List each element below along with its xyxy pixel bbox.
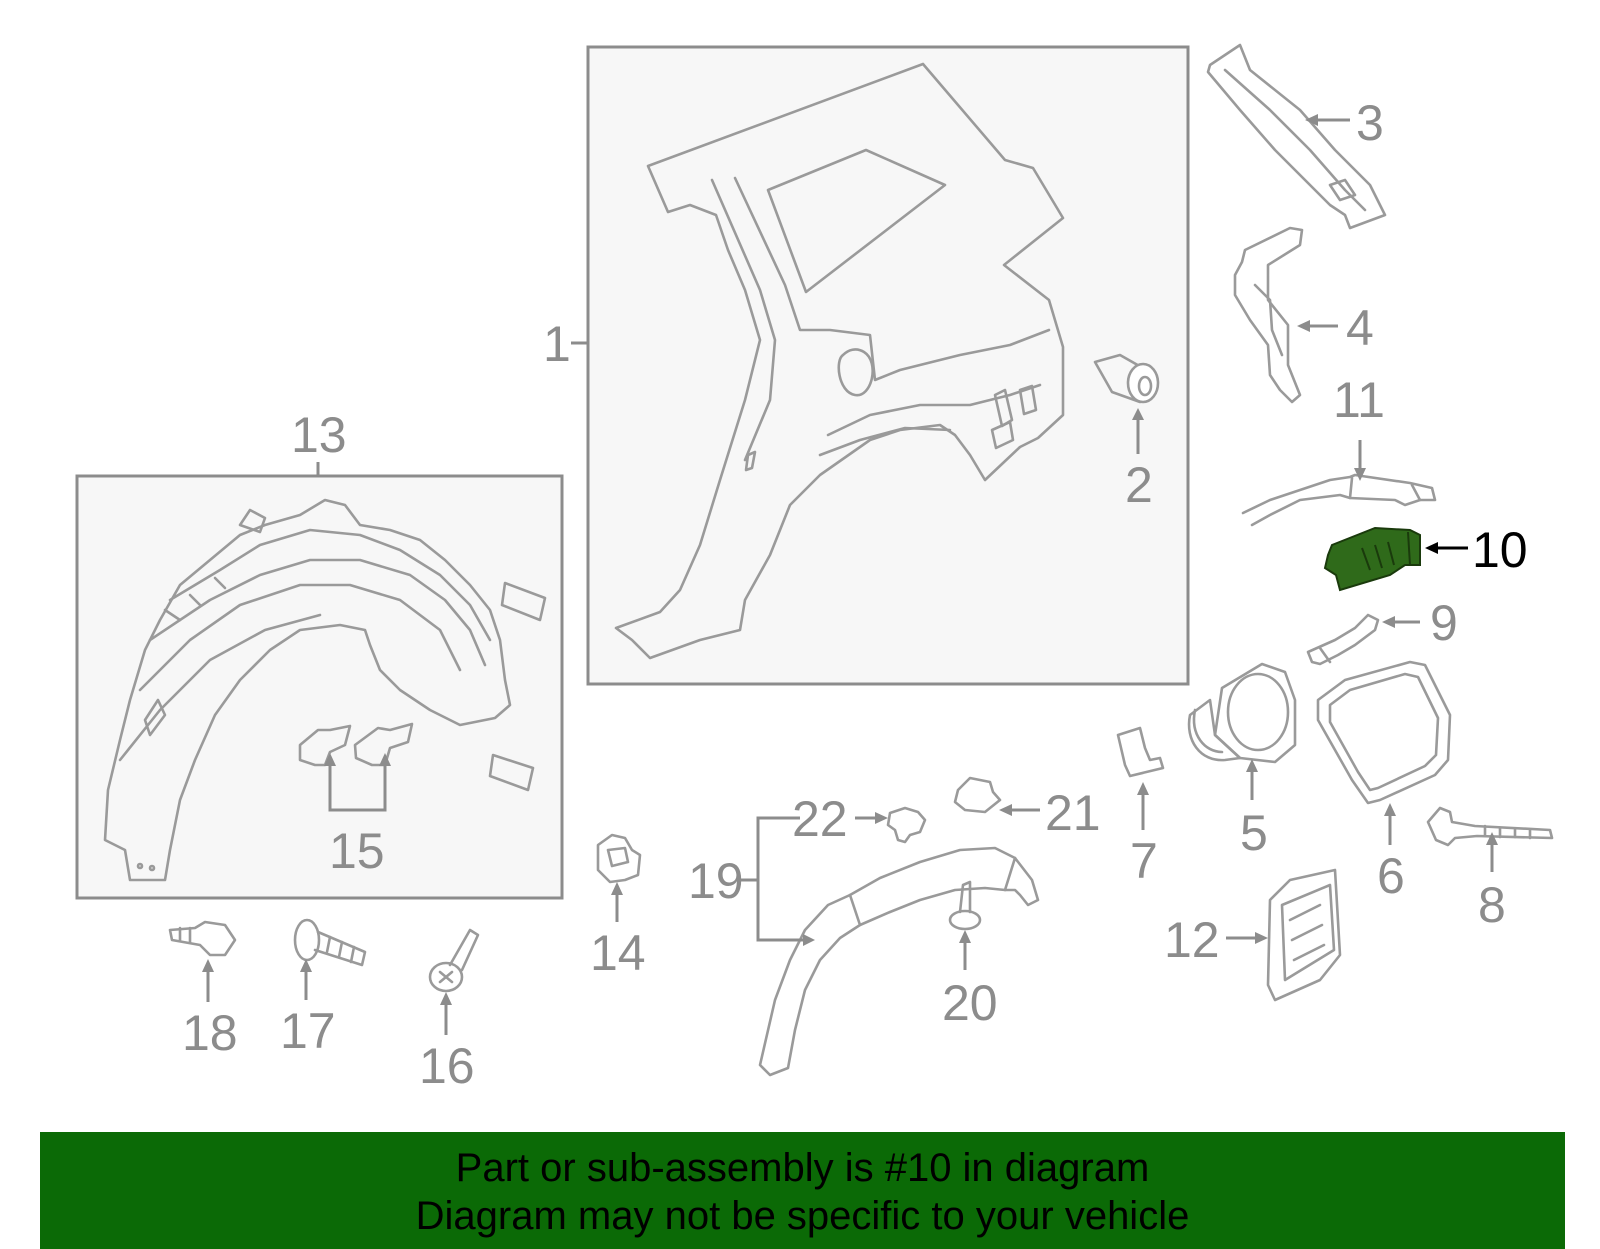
part-6-fuel-lid[interactable] xyxy=(1316,660,1452,805)
callout-22[interactable]: 22 xyxy=(792,791,888,847)
part-8-bolt[interactable] xyxy=(1426,806,1554,847)
callout-label-19: 19 xyxy=(688,853,744,909)
callout-6[interactable]: 6 xyxy=(1377,803,1405,904)
banner-line-1: Part or sub-assembly is #10 in diagram xyxy=(455,1146,1150,1190)
callout-label-8: 8 xyxy=(1478,877,1506,933)
callout-16[interactable]: 16 xyxy=(419,992,475,1094)
part-18-bolt[interactable] xyxy=(168,920,237,957)
callout-13[interactable]: 13 xyxy=(291,407,347,476)
callout-label-15: 15 xyxy=(329,823,385,879)
info-banner: Part or sub-assembly is #10 in diagram D… xyxy=(40,1132,1565,1249)
callout-label-22: 22 xyxy=(792,791,848,847)
callout-21[interactable]: 21 xyxy=(999,785,1101,841)
callout-label-7: 7 xyxy=(1130,833,1158,889)
callout-3[interactable]: 3 xyxy=(1305,95,1384,151)
part-12-vent[interactable] xyxy=(1266,868,1342,1002)
part-7-clip[interactable] xyxy=(1116,726,1165,778)
callout-2[interactable]: 2 xyxy=(1125,408,1153,513)
callout-label-14: 14 xyxy=(590,925,646,981)
callout-9[interactable]: 9 xyxy=(1382,595,1458,651)
callout-19[interactable]: 19 xyxy=(688,816,815,946)
callout-label-5: 5 xyxy=(1240,805,1268,861)
part-9-latch[interactable] xyxy=(1306,613,1380,666)
callout-label-11: 11 xyxy=(1333,372,1385,428)
part-1-box xyxy=(586,45,1190,686)
part-14-clip[interactable] xyxy=(596,833,642,884)
part-13-pad-upper xyxy=(500,581,547,622)
callout-label-6: 6 xyxy=(1377,848,1405,904)
callout-label-20: 20 xyxy=(942,975,998,1031)
part-21-clip[interactable] xyxy=(953,776,1002,814)
callout-label-16: 16 xyxy=(419,1038,475,1094)
callout-8[interactable]: 8 xyxy=(1478,832,1506,933)
callout-label-21: 21 xyxy=(1045,785,1101,841)
part-3-bracket[interactable] xyxy=(1206,43,1387,230)
part-11-cable[interactable] xyxy=(1241,473,1437,527)
callout-15[interactable]: 15 xyxy=(324,753,391,879)
callout-4[interactable]: 4 xyxy=(1297,300,1374,356)
part-15-pads[interactable] xyxy=(298,722,414,767)
callout-label-4: 4 xyxy=(1346,300,1374,356)
part-13-fender-liner[interactable] xyxy=(103,498,512,882)
parts-diagram: 1 2 3 4 11 xyxy=(75,43,1554,1094)
part-5-filler-housing[interactable] xyxy=(1187,662,1297,764)
callout-label-12: 12 xyxy=(1164,912,1220,968)
callout-label-10: 10 xyxy=(1472,522,1528,578)
part-17-bolt[interactable] xyxy=(293,918,367,967)
part-19-arch-moulding[interactable] xyxy=(758,846,1040,1077)
part-1-quarter-panel[interactable] xyxy=(614,62,1065,660)
callout-label-9: 9 xyxy=(1430,595,1458,651)
callout-20[interactable]: 20 xyxy=(942,930,998,1031)
part-13-box xyxy=(75,474,564,900)
banner-line-2: Diagram may not be specific to your vehi… xyxy=(415,1194,1190,1238)
callout-17[interactable]: 17 xyxy=(280,959,336,1059)
callout-label-17: 17 xyxy=(280,1003,336,1059)
callout-label-1: 1 xyxy=(543,316,571,372)
callout-label-13: 13 xyxy=(291,407,347,463)
part-22-clip[interactable] xyxy=(886,806,927,844)
callout-label-3: 3 xyxy=(1356,95,1384,151)
callout-label-18: 18 xyxy=(182,1005,238,1061)
part-16-screw[interactable] xyxy=(428,928,480,993)
callout-10[interactable]: 10 xyxy=(1425,522,1528,578)
part-20-push-pin[interactable] xyxy=(948,880,982,931)
callout-label-2: 2 xyxy=(1125,457,1153,513)
callout-18[interactable]: 18 xyxy=(182,959,238,1061)
callout-5[interactable]: 5 xyxy=(1240,759,1268,861)
part-13-pad-lower xyxy=(488,753,535,792)
part-2-grommet[interactable] xyxy=(1093,353,1160,404)
part-10-actuator[interactable] xyxy=(1323,526,1421,592)
callout-11[interactable]: 11 xyxy=(1333,372,1385,481)
callout-1[interactable]: 1 xyxy=(543,316,588,372)
callout-14[interactable]: 14 xyxy=(590,882,646,981)
callout-12[interactable]: 12 xyxy=(1164,912,1268,968)
part-4-bracket[interactable] xyxy=(1233,226,1304,404)
callout-7[interactable]: 7 xyxy=(1130,782,1158,889)
